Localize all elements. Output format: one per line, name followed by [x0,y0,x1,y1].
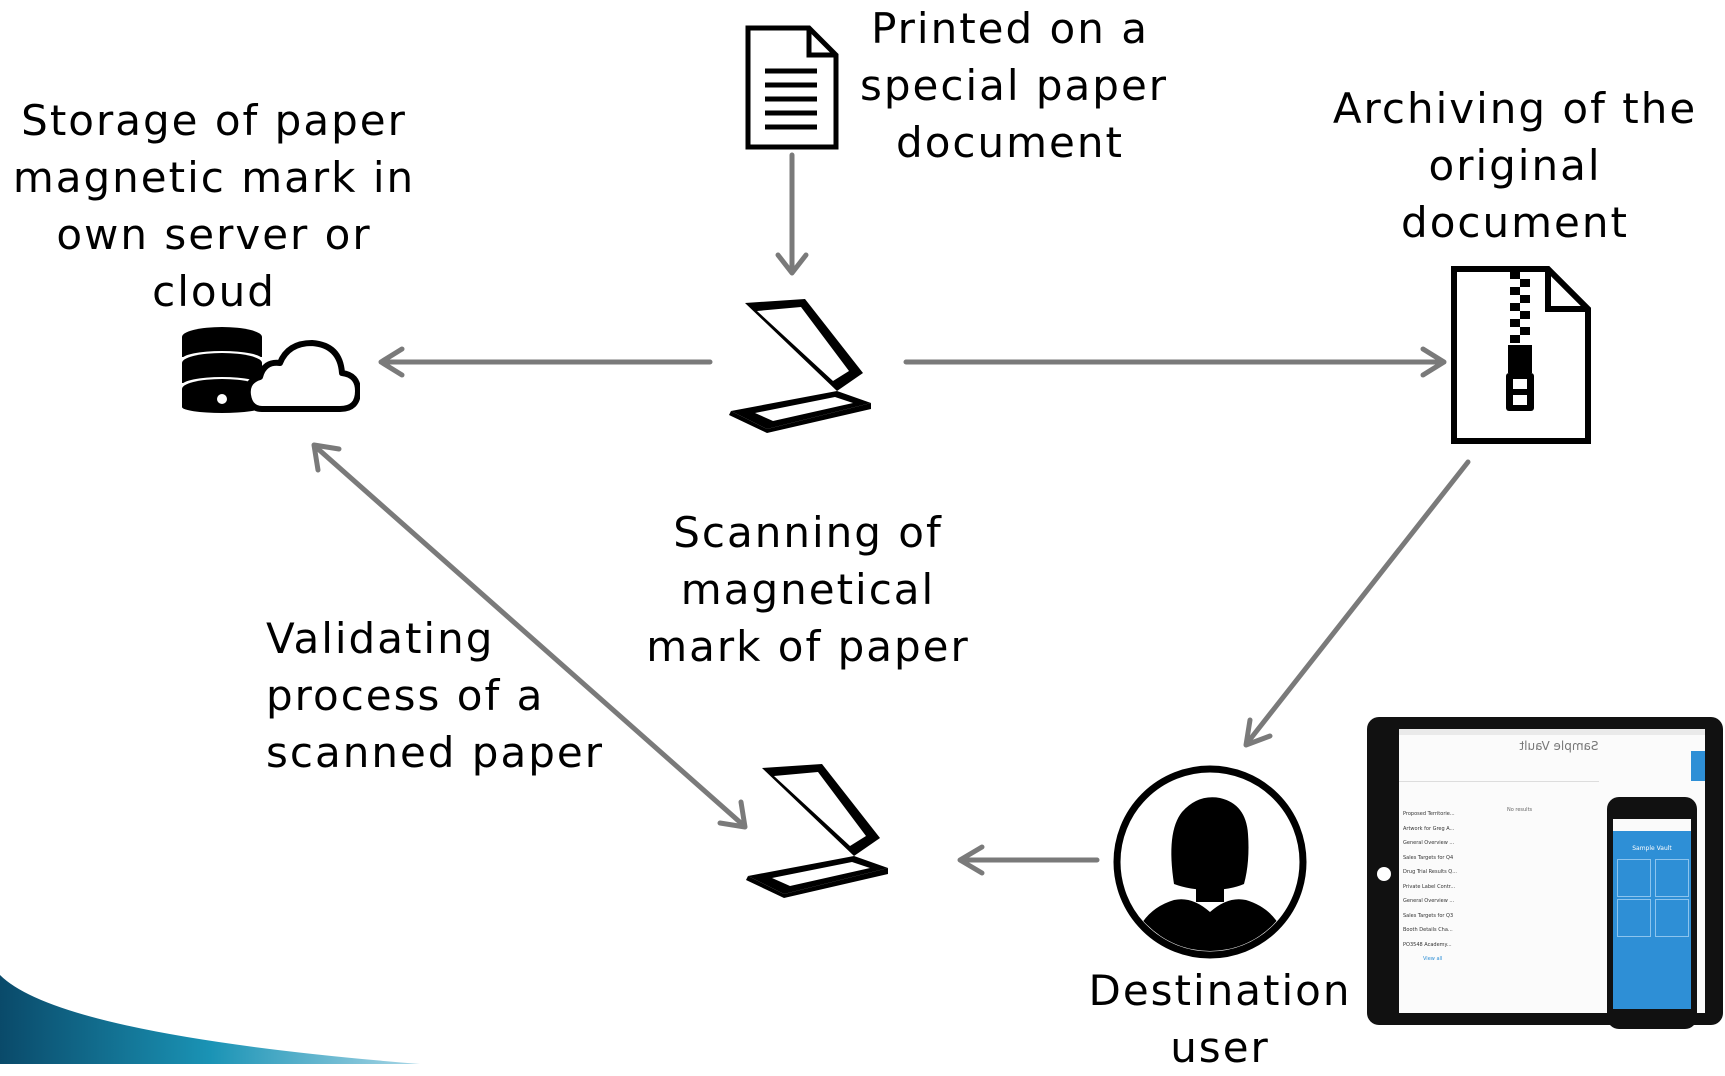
list-item: Sales Targets for Q4 [1403,854,1454,861]
phone-tile-search [1617,899,1651,937]
list-item: Artwork for Greg A... [1403,825,1455,832]
tablet-home-button [1377,867,1391,881]
home-tab [1691,751,1705,781]
no-results-text: No results [1507,807,1533,813]
cloud-icon [244,340,360,412]
arrow-document-to-scanner [775,152,809,276]
arrow-storage-scanner-validation [311,442,748,830]
phone-tile-favorites [1617,859,1651,897]
list-item: PO3548 Academy... [1403,941,1452,948]
list-item: Booth Details Cha... [1403,927,1453,933]
decorative-swoosh [0,975,420,1064]
arrow-archive-to-user [1243,459,1471,748]
label-destination: Destination user [1088,966,1352,1072]
list-item: Proposed Territorie... [1403,811,1455,817]
list-item: Drug Trial Results Q... [1403,869,1457,875]
phone-tile-recent [1655,899,1689,937]
list-item: Sales Targets for Q3 [1403,912,1454,919]
view-all-link: View all [1423,956,1443,962]
list-item: Private Label Contr... [1403,883,1456,890]
phone-screen: Sample Vault [1613,819,1691,1009]
tablet-file-list: Proposed Territorie... Artwork for Greg … [1403,807,1495,967]
database-icon [182,327,262,413]
phone-frame: Sample Vault [1607,797,1697,1029]
phone-tile-assigned [1655,859,1689,897]
scanner-icon-top [729,299,871,433]
list-item: General Overview ... [1403,840,1455,846]
database-cloud-icon [182,327,360,413]
arrow-scanner-to-storage [378,346,713,378]
label-printed: Printed on a special paper document [860,4,1169,167]
list-item: General Overview ... [1403,898,1455,904]
user-avatar-icon [1113,765,1307,959]
arrow-user-to-scanner [957,844,1100,876]
phone-title: Sample Vault [1632,845,1672,852]
tablet-title: Sample Vault [1519,739,1599,753]
document-icon [745,25,839,150]
arrow-scanner-to-archive [903,346,1447,378]
device-illustration: Sample Vault Proposed Territorie... Artw… [1367,717,1723,1029]
label-archiving: Archiving of the original document [1332,84,1698,247]
zip-file-icon [1451,266,1591,444]
label-validating: Validating process of a scanned paper [266,614,604,777]
label-scanning: Scanning of magnetical mark of paper [646,508,970,671]
label-storage: Storage of paper magnetic mark in own se… [12,96,416,316]
scanner-icon-bottom [746,764,888,898]
